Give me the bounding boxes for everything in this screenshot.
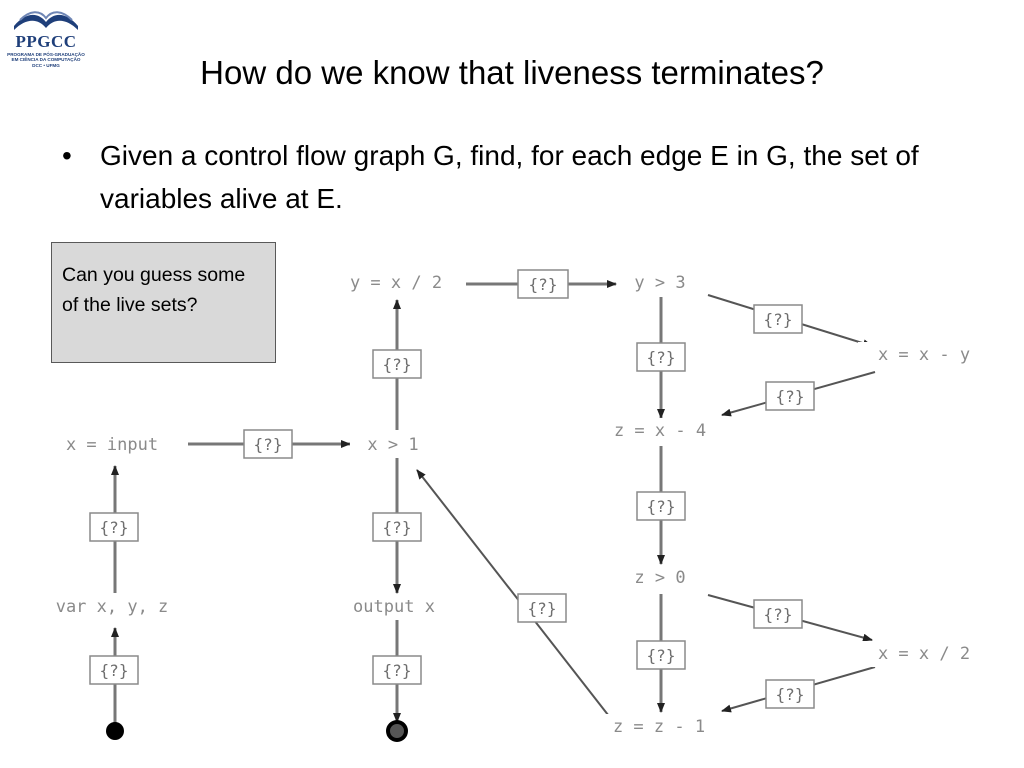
live-set-label: {?} [764,310,793,329]
node-y-eq: y = x / 2 [326,270,466,296]
callout-box: Can you guess some of the live sets? [51,242,276,363]
end-node-inner [388,722,406,740]
live-set-label: {?} [100,518,129,537]
live-set-box: {?} [765,679,815,709]
live-set-label: {?} [776,685,805,704]
live-set-box: {?} [765,381,815,411]
live-set-label: {?} [776,387,805,406]
node-y-eq-label: y = x / 2 [350,273,442,293]
node-output-x: output x [330,594,460,620]
live-set-box: {?} [517,269,569,299]
live-set-box: {?} [89,655,139,685]
live-set-box: {?} [372,655,422,685]
live-set-box: {?} [243,429,293,459]
live-set-label: {?} [647,348,676,367]
live-set-label: {?} [647,497,676,516]
live-set-label: {?} [528,599,557,618]
node-x-div-2-label: x = x / 2 [878,644,970,664]
live-set-label: {?} [764,605,793,624]
logo-name: PPGCC [15,32,77,51]
live-set-box: {?} [372,349,422,379]
live-set-box: {?} [753,599,803,629]
node-y-gt-3: y > 3 [618,270,704,296]
live-set-box: {?} [636,491,686,521]
live-set-label: {?} [100,661,129,680]
live-set-label: {?} [383,518,412,537]
live-set-label: {?} [383,661,412,680]
logo-subtitle-line: DCC • UFMG [32,62,60,68]
live-set-label: {?} [529,275,558,294]
logo-subtitle-line: PROGRAMA DE PÓS-GRADUAÇÃO [7,52,85,57]
live-set-box: {?} [636,640,686,670]
logo-subtitle-line: EM CIÊNCIA DA COMPUTAÇÃO [11,57,81,63]
live-set-label: {?} [383,355,412,374]
node-var-decl-label: var x, y, z [56,597,169,617]
live-set-label: {?} [647,646,676,665]
logo-book-icon [14,11,78,30]
node-x-gt-1: x > 1 [350,432,436,458]
live-set-box: {?} [753,304,803,334]
node-x-div-2: x = x / 2 [858,641,992,667]
edge-zdec-to-cond [416,469,613,721]
ppgcc-logo: PPGCC PROGRAMA DE PÓS-GRADUAÇÃO EM CIÊNC… [4,6,88,68]
node-x-input-label: x = input [66,435,158,455]
slide-title: How do we know that liveness terminates? [200,54,824,91]
node-x-minus-y-label: x = x - y [878,345,970,365]
bullet-symbol: • [62,140,72,171]
live-set-box: {?} [89,512,139,542]
live-set-box: {?} [372,512,422,542]
node-x-input: x = input [42,432,186,458]
node-x-minus-y: x = x - y [858,342,992,368]
node-z-assign-label: z = x - 4 [614,421,706,441]
node-z-decrement: z = z - 1 [592,714,726,740]
node-z-gt-0: z > 0 [620,565,700,591]
start-node [106,722,124,740]
node-x-gt-1-label: x > 1 [367,435,418,455]
node-z-decrement-label: z = z - 1 [613,717,705,737]
node-z-assign: z = x - 4 [592,418,728,444]
bullet-text: Given a control flow graph G, find, for … [100,140,919,214]
node-y-gt-3-label: y > 3 [634,273,685,293]
live-set-box: {?} [517,593,567,623]
live-set-label: {?} [254,435,283,454]
logo-subtitle: PROGRAMA DE PÓS-GRADUAÇÃO EM CIÊNCIA DA … [4,52,88,68]
node-z-gt-0-label: z > 0 [634,568,685,588]
live-set-box: {?} [636,342,686,372]
node-output-x-label: output x [353,597,435,617]
node-var-decl: var x, y, z [30,593,196,619]
